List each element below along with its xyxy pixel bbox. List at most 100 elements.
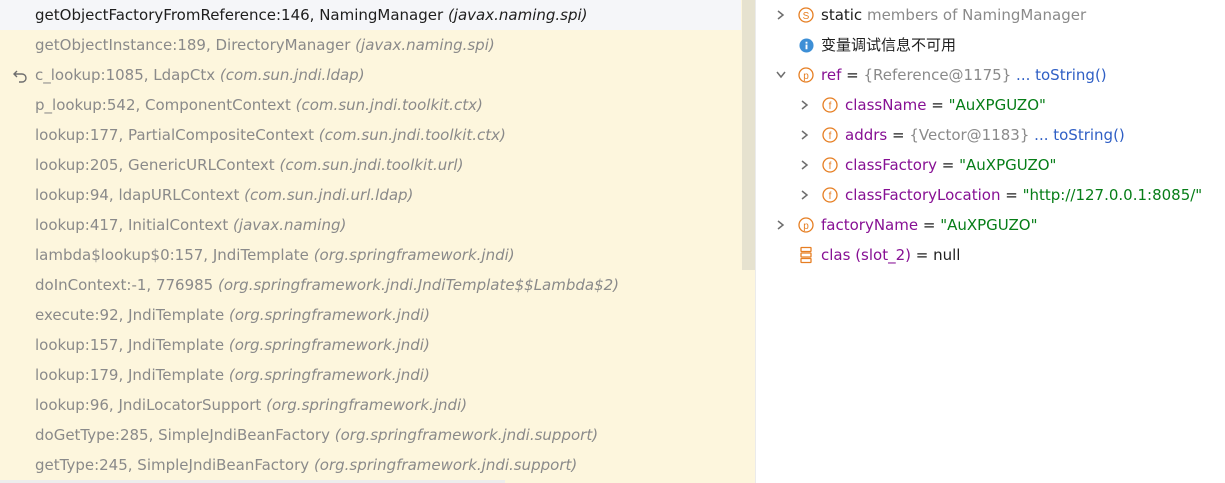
stack-frame-row[interactable]: lookup:177, PartialCompositeContext (com… xyxy=(0,120,741,150)
param-badge-icon: p xyxy=(798,217,814,233)
chevron-right-icon[interactable] xyxy=(774,0,788,30)
stack-frame-row[interactable]: lookup:205, GenericURLContext (com.sun.j… xyxy=(0,150,741,180)
stack-frame-row[interactable]: lookup:157, JndiTemplate (org.springfram… xyxy=(0,330,741,360)
stack-frame-row[interactable]: execute:92, JndiTemplate (org.springfram… xyxy=(0,300,741,330)
var-classfactory-row[interactable]: f classFactory = "AuXPGUZO" xyxy=(756,150,1225,180)
to-string-link[interactable]: ... toString() xyxy=(1016,66,1107,84)
svg-text:f: f xyxy=(829,191,832,202)
info-icon xyxy=(799,38,814,53)
frame-label: p_lookup:542, ComponentContext (com.sun.… xyxy=(35,90,483,120)
svg-text:f: f xyxy=(829,161,832,172)
frame-label: lookup:417, InitialContext (javax.naming… xyxy=(35,210,346,240)
stack-frame-row[interactable]: lookup:417, InitialContext (javax.naming… xyxy=(0,210,741,240)
frame-package: (com.sun.jndi.toolkit.ctx) xyxy=(318,126,506,144)
frame-method: lookup:177, PartialCompositeContext xyxy=(35,126,314,144)
stack-frame-row[interactable]: c_lookup:1085, LdapCtx (com.sun.jndi.lda… xyxy=(0,60,741,90)
frame-label: lookup:157, JndiTemplate (org.springfram… xyxy=(35,330,430,360)
var-value: "AuXPGUZO" xyxy=(948,96,1046,114)
var-name: className xyxy=(845,96,927,114)
stack-frame-row[interactable]: getObjectInstance:189, DirectoryManager … xyxy=(0,30,741,60)
frame-label: lambda$lookup$0:157, JndiTemplate (org.s… xyxy=(35,240,515,270)
stack-frame-row[interactable]: doInContext:-1, 776985 (org.springframew… xyxy=(0,270,741,300)
frame-label: lookup:179, JndiTemplate (org.springfram… xyxy=(35,360,430,390)
panel-divider[interactable] xyxy=(755,0,756,483)
info-row: 变量调试信息不可用 xyxy=(756,30,1225,60)
var-equals: = xyxy=(926,96,949,114)
var-value: null xyxy=(933,246,961,264)
stack-frame-row[interactable]: getType:245, SimpleJndiBeanFactory (org.… xyxy=(0,450,741,480)
frame-method: doInContext:-1, 776985 xyxy=(35,276,214,294)
frame-package: (org.springframework.jndi.support) xyxy=(334,426,599,444)
stack-frame-row[interactable]: doGetType:285, SimpleJndiBeanFactory (or… xyxy=(0,420,741,450)
frames-scrollbar[interactable] xyxy=(742,0,755,270)
stack-frame-row[interactable]: p_lookup:542, ComponentContext (com.sun.… xyxy=(0,90,741,120)
stack-frame-row[interactable]: lookup:179, JndiTemplate (org.springfram… xyxy=(0,360,741,390)
frame-label: lookup:177, PartialCompositeContext (com… xyxy=(35,120,506,150)
frame-package: (org.springframework.jndi.support) xyxy=(313,456,578,474)
var-ref-row[interactable]: p ref = {Reference@1175} ... toString() xyxy=(756,60,1225,90)
frame-method: getType:245, SimpleJndiBeanFactory xyxy=(35,456,310,474)
frame-method: p_lookup:542, ComponentContext xyxy=(35,96,291,114)
frame-package: (javax.naming) xyxy=(233,216,347,234)
frame-label: getObjectFactoryFromReference:146, Namin… xyxy=(35,0,588,30)
frame-package: (com.sun.jndi.ldap) xyxy=(219,66,365,84)
var-name: classFactory xyxy=(845,156,938,174)
stack-frame-row[interactable]: getObjectFactoryFromReference:146, Namin… xyxy=(0,0,741,30)
stack-frame-row[interactable]: lookup:96, JndiLocatorSupport (org.sprin… xyxy=(0,390,741,420)
var-factoryname-row[interactable]: p factoryName = "AuXPGUZO" xyxy=(756,210,1225,240)
frame-label: c_lookup:1085, LdapCtx (com.sun.jndi.lda… xyxy=(35,60,365,90)
to-string-link[interactable]: ... toString() xyxy=(1034,126,1125,144)
variables-panel: S static members of NamingManager 变量调试信息… xyxy=(756,0,1225,483)
frame-package: (com.sun.jndi.toolkit.url) xyxy=(279,156,464,174)
frame-label: getObjectInstance:189, DirectoryManager … xyxy=(35,30,495,60)
static-keyword: static xyxy=(821,6,863,24)
chevron-down-icon[interactable] xyxy=(774,60,788,90)
frame-method: lambda$lookup$0:157, JndiTemplate xyxy=(35,246,309,264)
local-variable-icon xyxy=(800,246,812,264)
frames-panel: getObjectFactoryFromReference:146, Namin… xyxy=(0,0,755,483)
frame-method: c_lookup:1085, LdapCtx xyxy=(35,66,216,84)
frame-method: getObjectFactoryFromReference:146, Namin… xyxy=(35,6,444,24)
frame-label: doGetType:285, SimpleJndiBeanFactory (or… xyxy=(35,420,598,450)
var-classname-row[interactable]: f className = "AuXPGUZO" xyxy=(756,90,1225,120)
frame-label: lookup:96, JndiLocatorSupport (org.sprin… xyxy=(35,390,467,420)
frame-method: getObjectInstance:189, DirectoryManager xyxy=(35,36,351,54)
var-value: {Reference@1175} xyxy=(863,66,1012,84)
var-name: factoryName xyxy=(821,216,919,234)
var-equals: = xyxy=(937,156,960,174)
info-text: 变量调试信息不可用 xyxy=(821,36,957,54)
var-name: addrs xyxy=(845,126,888,144)
var-value: "AuXPGUZO" xyxy=(940,216,1038,234)
async-return-icon xyxy=(13,70,27,83)
field-badge-icon: f xyxy=(822,97,838,113)
svg-text:S: S xyxy=(803,11,810,22)
var-equals: = xyxy=(841,66,864,84)
var-clas-row[interactable]: clas (slot_2) = null xyxy=(756,240,1225,270)
svg-text:p: p xyxy=(803,71,809,82)
chevron-right-icon[interactable] xyxy=(798,90,812,120)
horizontal-scrollbar[interactable] xyxy=(0,480,505,483)
chevron-right-icon[interactable] xyxy=(798,150,812,180)
frame-label: getType:245, SimpleJndiBeanFactory (org.… xyxy=(35,450,577,480)
frame-label: lookup:94, ldapURLContext (com.sun.jndi.… xyxy=(35,180,413,210)
chevron-right-icon[interactable] xyxy=(798,120,812,150)
var-addrs-row[interactable]: f addrs = {Vector@1183} ... toString() xyxy=(756,120,1225,150)
var-static-row[interactable]: S static members of NamingManager xyxy=(756,0,1225,30)
frame-method: doGetType:285, SimpleJndiBeanFactory xyxy=(35,426,330,444)
var-classfactorylocation-row[interactable]: f classFactoryLocation = "http://127.0.0… xyxy=(756,180,1225,210)
stack-frame-row[interactable]: lookup:94, ldapURLContext (com.sun.jndi.… xyxy=(0,180,741,210)
frame-label: lookup:205, GenericURLContext (com.sun.j… xyxy=(35,150,463,180)
frame-package: (org.springframework.jndi) xyxy=(229,306,430,324)
svg-text:f: f xyxy=(829,131,832,142)
var-value: {Vector@1183} xyxy=(909,126,1030,144)
param-badge-icon: p xyxy=(798,67,814,83)
svg-text:p: p xyxy=(803,221,809,232)
chevron-right-icon[interactable] xyxy=(798,180,812,210)
chevron-right-icon[interactable] xyxy=(774,210,788,240)
var-value: "AuXPGUZO" xyxy=(959,156,1057,174)
stack-frame-row[interactable]: lambda$lookup$0:157, JndiTemplate (org.s… xyxy=(0,240,741,270)
static-label: members of NamingManager xyxy=(866,6,1087,24)
frame-method: lookup:157, JndiTemplate xyxy=(35,336,225,354)
var-equals: = xyxy=(910,246,934,264)
frame-method: execute:92, JndiTemplate xyxy=(35,306,225,324)
